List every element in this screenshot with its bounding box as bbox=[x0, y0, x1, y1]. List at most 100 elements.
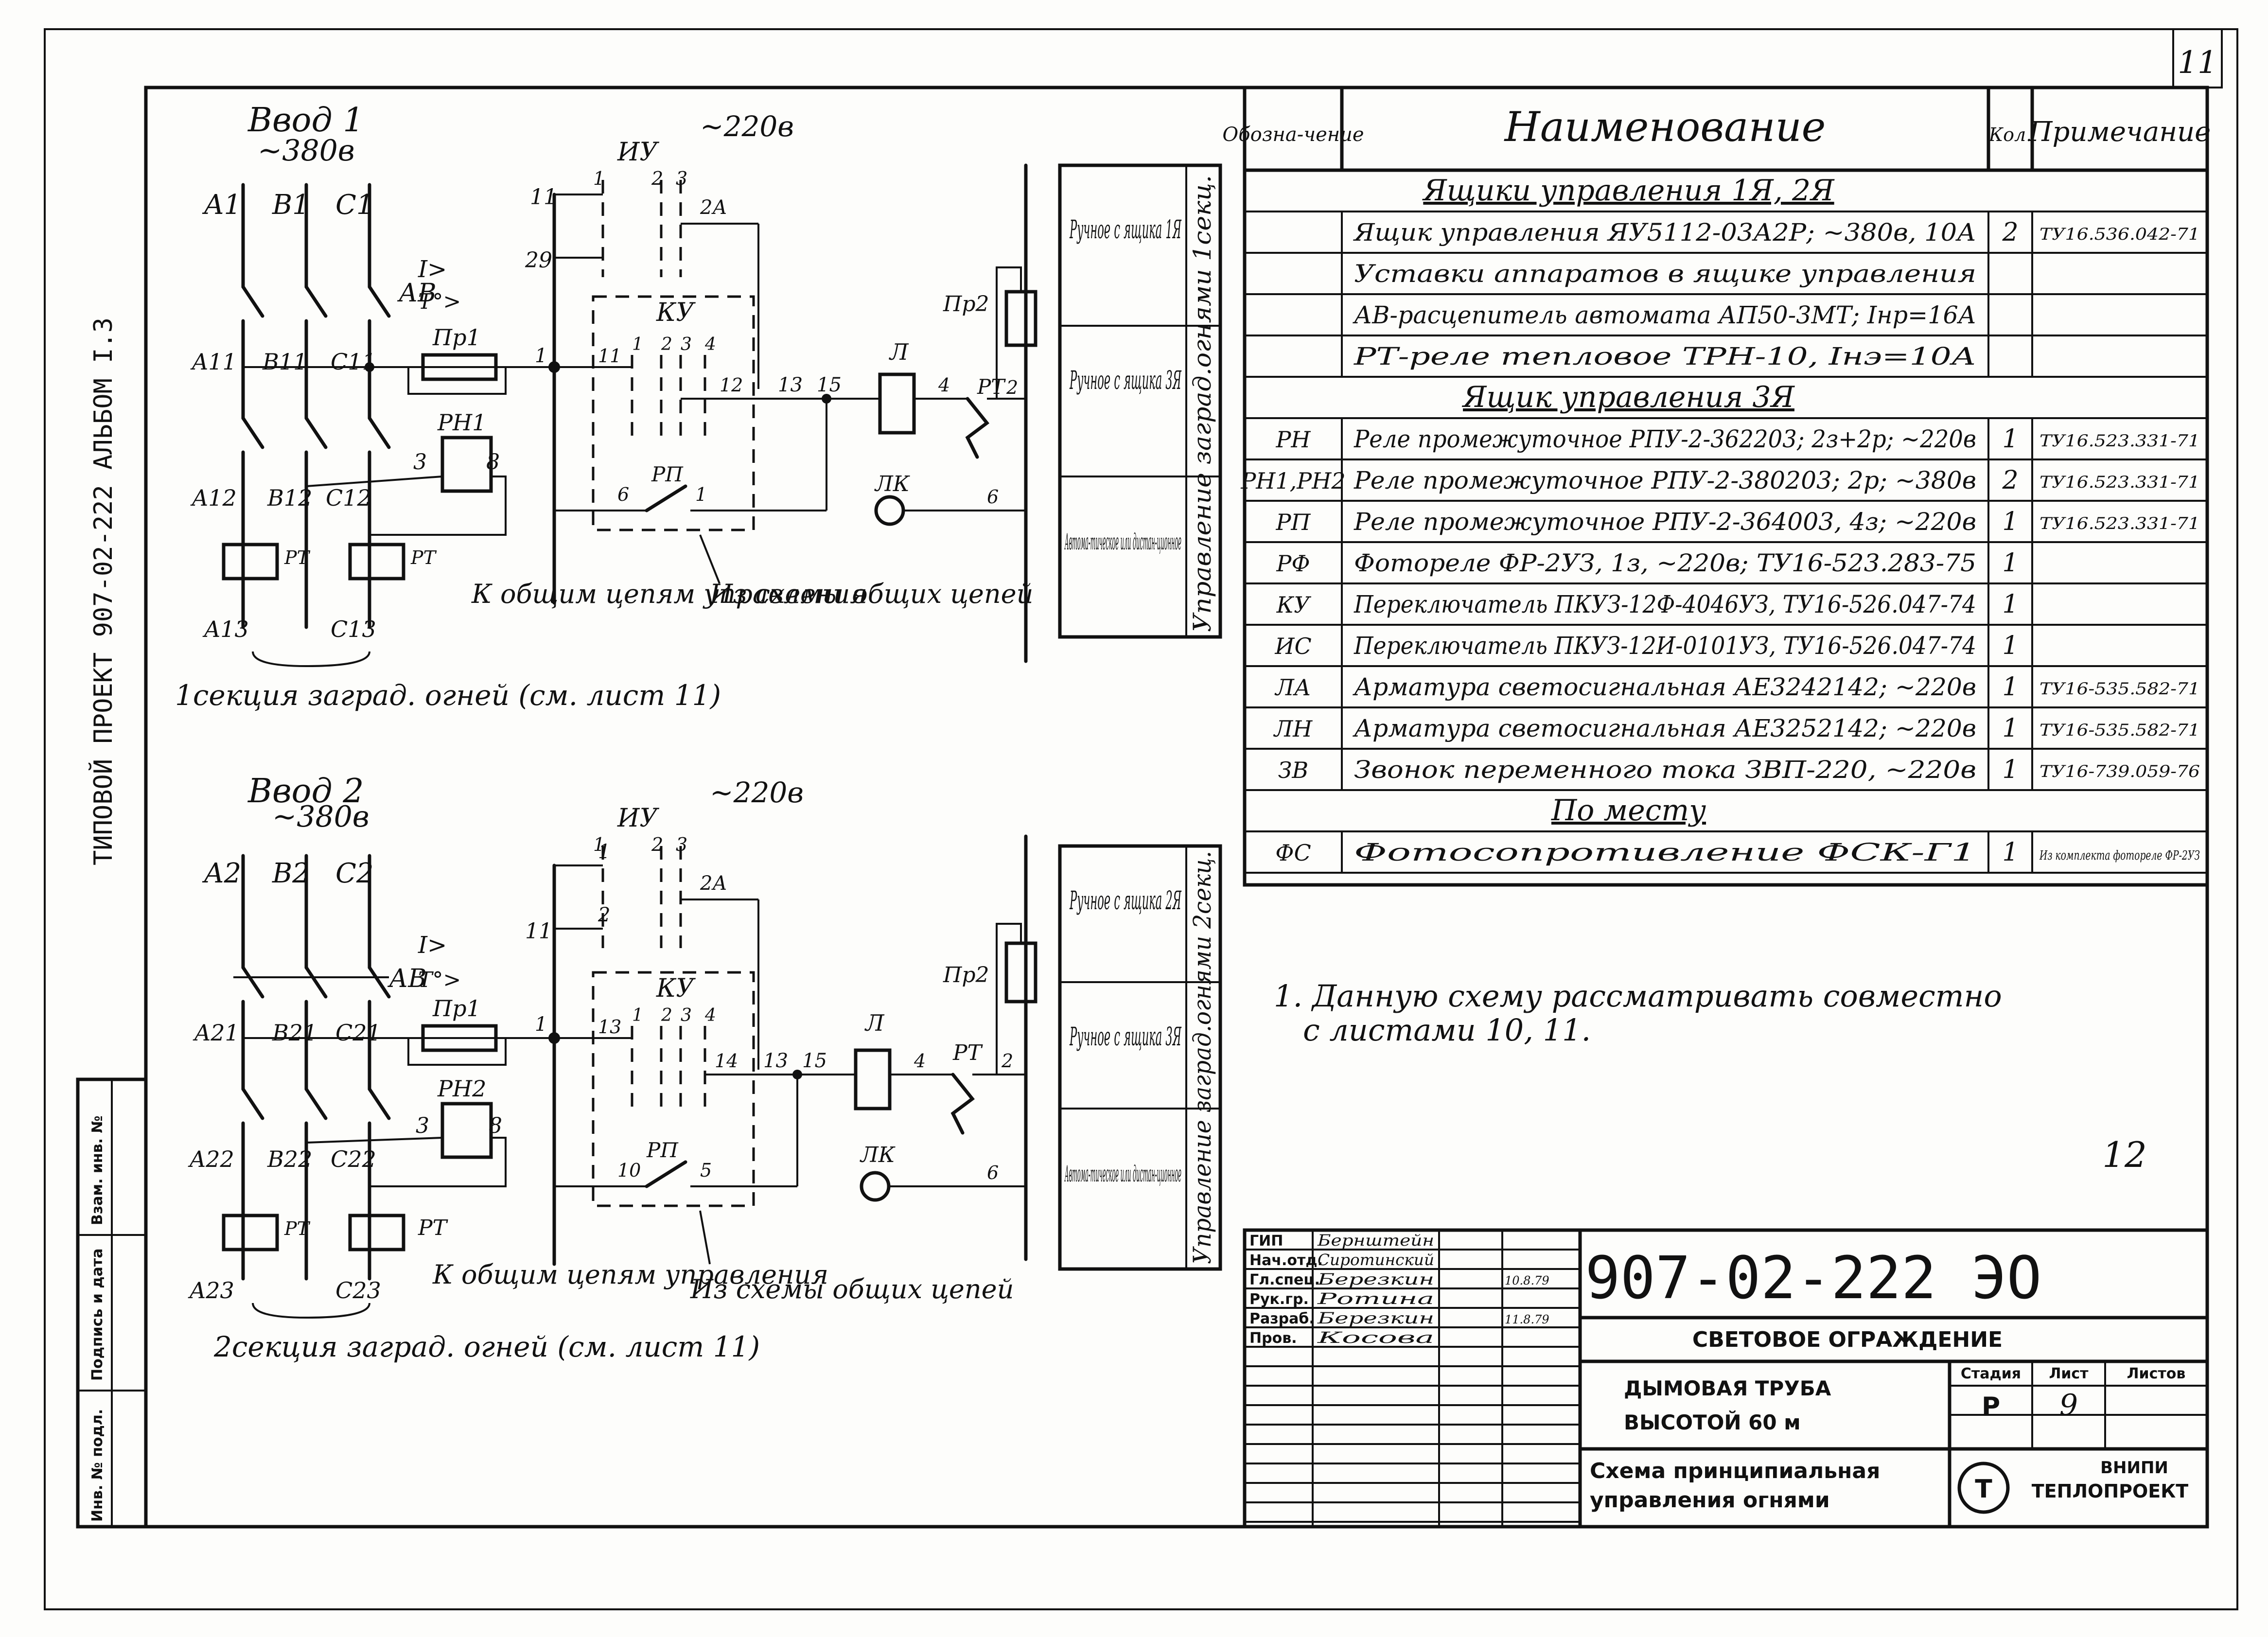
mode-caption-s2: Управление заград.огнями 2секц. bbox=[1188, 851, 1216, 1264]
wire-2-s1: 2 bbox=[1006, 377, 1018, 398]
object-line-2: ВЫСОТОЙ 60 м bbox=[1624, 1410, 1801, 1434]
wire-13-s1: 13 bbox=[778, 374, 803, 396]
tb-date-4: 11.8.79 bbox=[1505, 1313, 1549, 1326]
fuse-pr1-label: Пр1 bbox=[432, 324, 481, 351]
spec-name-9: Фотореле ФР-2УЗ, 1з, ~220в; ТУ16-523.283… bbox=[1354, 549, 1976, 577]
section-2-schematic: Ввод 2 ~380в A2 B2 C2 АВ I> T°> A21 B21 … bbox=[188, 772, 1222, 1363]
wire-11-s1: 11 bbox=[530, 185, 557, 210]
wire-1b-s2: 1 bbox=[535, 1013, 547, 1036]
node-a13: A13 bbox=[202, 616, 249, 642]
thermal-rt-a-s2 bbox=[222, 1214, 279, 1251]
thermal-rt-c-s2 bbox=[348, 1214, 405, 1251]
tb-name-2: Березкин bbox=[1317, 1270, 1434, 1288]
wire-1b-s1: 1 bbox=[695, 484, 707, 505]
spec-qty-7: 2 bbox=[2002, 466, 2018, 495]
relay-rn2-label: РН2 bbox=[437, 1075, 486, 1102]
section-2-note: 2секция заград. огней (см. лист 11) bbox=[213, 1330, 760, 1363]
mode-s1-1: Ручное с ящика 1Я bbox=[1070, 215, 1182, 245]
phase-c1-label: C1 bbox=[335, 189, 373, 221]
node-c12: C12 bbox=[326, 485, 371, 511]
wire-2-s2: 2 bbox=[1001, 1050, 1013, 1072]
thermal-rt-a bbox=[222, 543, 279, 581]
wire-6-s1: 6 bbox=[987, 486, 999, 508]
lamp-l-s1 bbox=[878, 372, 916, 435]
rp-s2-label: РП bbox=[646, 1138, 679, 1162]
org-line-1: ВНИПИ bbox=[2100, 1458, 2168, 1478]
node-b12: B12 bbox=[267, 485, 312, 511]
relay-rn1-label: РН1 bbox=[437, 409, 486, 436]
lamp-lk-s2 bbox=[860, 1171, 891, 1202]
spec-name-10: Переключатель ПКУЗ-12Ф-4046УЗ, ТУ16-526.… bbox=[1354, 590, 1976, 618]
spec-section-15: По месту bbox=[1551, 793, 1706, 828]
spec-name-12: Арматура светосигнальная АЕ3242142; ~220… bbox=[1353, 673, 1976, 701]
wire-13a-s2: 13 bbox=[598, 1016, 621, 1038]
ku-s1-contact-3: 3 bbox=[681, 335, 692, 354]
relay-rn2 bbox=[440, 1102, 493, 1159]
note-scheme-s2: Из схемы общих цепей bbox=[690, 1274, 1014, 1304]
ku-s1-contact-1: 1 bbox=[632, 335, 643, 354]
tb-role-4: Разраб. bbox=[1249, 1310, 1315, 1327]
spec-qty-11: 1 bbox=[2002, 631, 2018, 660]
spec-section-5: Ящик управления 3Я bbox=[1461, 380, 1795, 414]
phase-a2-label: A2 bbox=[202, 858, 241, 889]
spec-name-13: Арматура светосигнальная АЕ3252142; ~220… bbox=[1353, 714, 1976, 742]
page-number: 11 bbox=[2178, 45, 2217, 81]
left-stamp-sign: Подпись и дата bbox=[89, 1249, 106, 1381]
tb-date-2: 10.8.79 bbox=[1505, 1274, 1549, 1287]
breaker-2-mark-t: T°> bbox=[418, 968, 461, 992]
spec-note-16: Из комплекта фотореле ФР-2УЗ bbox=[2039, 848, 2200, 863]
ku-s2-contact-1: 1 bbox=[632, 1005, 643, 1025]
spec-code-8: РП bbox=[1275, 509, 1311, 535]
spec-note-13: ТУ16-535.582-71 bbox=[2039, 721, 2200, 740]
spec-qty-12: 1 bbox=[2002, 672, 2018, 702]
spec-code-9: РФ bbox=[1276, 550, 1310, 577]
phase-b2-label: B2 bbox=[272, 858, 310, 889]
wire-29-s1: 29 bbox=[525, 248, 552, 273]
note-scheme-s1: Из схемы общих цепей bbox=[709, 579, 1033, 609]
node-a22: A22 bbox=[188, 1146, 234, 1172]
input-2-voltage: ~380в bbox=[272, 800, 369, 834]
spec-code-11: ИС bbox=[1274, 633, 1311, 659]
lamp-l-s2 bbox=[854, 1048, 892, 1110]
object-line-1: ДЫМОВАЯ ТРУБА bbox=[1624, 1376, 1831, 1400]
wire-15-s2: 15 bbox=[802, 1050, 827, 1072]
spec-note-7: ТУ16.523.331-71 bbox=[2039, 473, 2200, 492]
left-stamp-inv: Инв. № подл. bbox=[89, 1409, 106, 1522]
thermal-rt-c-s2-label: РТ bbox=[418, 1216, 449, 1240]
spec-note-1: ТУ16.536.042-71 bbox=[2039, 225, 2200, 244]
phase-c2-label: C2 bbox=[335, 858, 373, 889]
drawing-name-2: управления огнями bbox=[1590, 1488, 1830, 1513]
spec-name-14: Звонок переменного тока ЗВП-220, ~220в bbox=[1354, 756, 1976, 784]
node-a21: A21 bbox=[193, 1020, 239, 1046]
node-b21: B21 bbox=[272, 1020, 317, 1046]
switch-iu-s2-label: ИУ bbox=[617, 804, 659, 833]
wire-15-s1: 15 bbox=[817, 374, 842, 396]
mode-s2-2: Ручное с ящика 3Я bbox=[1070, 1022, 1182, 1052]
ku-s2-contact-4: 4 bbox=[704, 1005, 716, 1025]
sheet-header: Лист bbox=[2049, 1365, 2089, 1382]
spec-header-2: Кол. bbox=[1988, 124, 2032, 145]
mode-s2-3: Автома-тическое или дистан-ционное bbox=[1064, 1161, 1181, 1187]
wire-3-s1: 3 bbox=[413, 450, 427, 475]
breaker-2-label: АВ bbox=[387, 964, 427, 993]
spec-code-13: ЛН bbox=[1273, 716, 1313, 742]
spec-qty-8: 1 bbox=[2002, 507, 2018, 536]
wire-10-s2: 10 bbox=[617, 1160, 641, 1181]
wire-8-s1: 8 bbox=[486, 450, 500, 475]
wire-5-s2: 5 bbox=[700, 1160, 712, 1181]
note-line-2: с листами 10, 11. bbox=[1303, 1012, 1591, 1048]
sheet-value: 9 bbox=[2059, 1388, 2078, 1422]
doc-number: 907-02-222 ЭО bbox=[1585, 1245, 2041, 1312]
spec-name-1: Ящик управления ЯУ5112-03А2Р; ~380в, 10А bbox=[1353, 218, 1976, 247]
switch-ku-s1-box bbox=[592, 295, 755, 531]
spec-code-10: КУ bbox=[1276, 592, 1312, 618]
side-stamp: ТИПОВОЙ ПРОЕКТ 907-02-222 АЛЬБОМ I.3 bbox=[88, 317, 118, 865]
switch-ku-s1-label: КУ bbox=[656, 298, 696, 327]
lamp-lk-s2-label: ЛК bbox=[860, 1143, 896, 1167]
mode-s2-1: Ручное с ящика 2Я bbox=[1070, 886, 1182, 916]
section-1-schematic: Ввод 1 ~380в A1 B1 C1 АВ I> T°> A11 B11 … bbox=[175, 101, 1222, 712]
fuse-pr2-s2-label: Пр2 bbox=[943, 963, 989, 987]
fuse-pr2-s1 bbox=[1004, 290, 1037, 347]
wire-4-s2: 4 bbox=[914, 1050, 926, 1072]
voltage-220-s2: ~220в bbox=[710, 776, 804, 809]
